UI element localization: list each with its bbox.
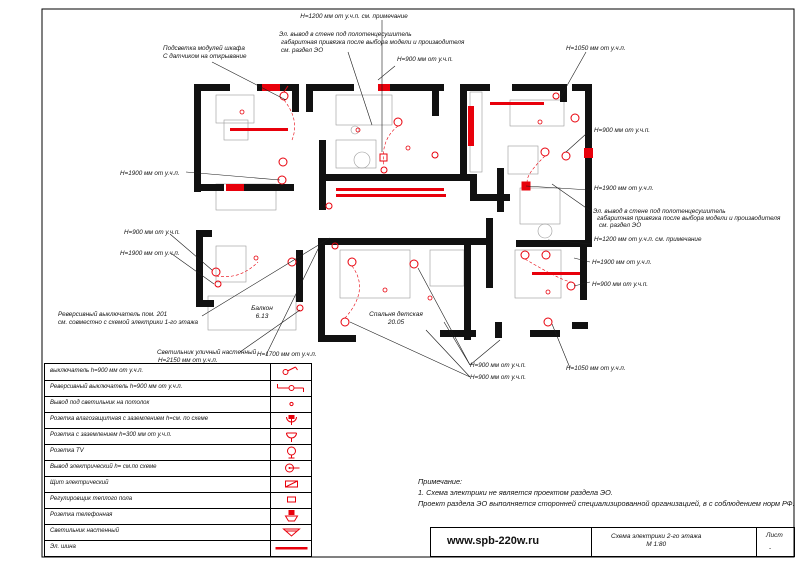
- label-h1900-right-1: H=1900 мм от у.ч.п.: [594, 185, 654, 192]
- label-el-outlet-right-1: Эл. вывод в стене под полотенцесушитель: [593, 208, 726, 215]
- label-h900-top: H=900 мм от у.ч.п.: [397, 56, 454, 63]
- ceiling-outlet-icon: [270, 396, 312, 412]
- drawing-scale: М 1:80: [646, 541, 667, 548]
- legend-row: Розетка TV: [45, 444, 311, 461]
- room-balcony-area: 6.13: [255, 313, 269, 320]
- drawing-name: Схема электрики 2-го этажа М 1:80: [611, 533, 701, 549]
- furniture-outlines: [207, 91, 565, 331]
- busbars: [226, 84, 593, 275]
- notes-heading: Примечание:: [418, 477, 463, 486]
- sheet-label: Лист: [766, 532, 783, 539]
- legend-row-label: Эл. шина: [50, 544, 76, 550]
- legend-row-label: Розетка влагозащитная с заземлением h=см…: [50, 416, 209, 422]
- legend-table: выключатель h=900 мм от у.ч.п. Реверсивны…: [44, 363, 312, 557]
- label-h900-right-2: H=900 мм от у.ч.п.: [592, 281, 649, 288]
- floor-heating-regulator-icon: [270, 492, 312, 508]
- label-h1200-right: H=1200 мм от у.ч.п. см. примечание: [594, 236, 702, 243]
- legend-row-label: Щит электрический: [50, 480, 109, 486]
- switch-icon: [270, 364, 312, 380]
- title-block: www.spb-220w.ru Схема электрики 2-го эта…: [430, 527, 795, 557]
- electrical-outlet-icon: [270, 460, 312, 476]
- label-h2150: H=2150 мм от у.ч.п.: [158, 357, 218, 364]
- label-h1050-bottom: H=1050 мм от у.ч.п.: [566, 365, 626, 372]
- sheet-divider: [756, 528, 757, 556]
- legend-row-label: Регулировщик теплого пола: [50, 496, 133, 502]
- legend-row: Регулировщик теплого пола: [45, 492, 311, 509]
- grounded-socket-icon: [270, 428, 312, 444]
- label-el-outlet-wall-1: Эл. вывод в стене под полотенцесушитель: [279, 31, 412, 38]
- site-url: www.spb-220w.ru: [447, 535, 540, 547]
- electrical-symbols: [211, 85, 580, 327]
- label-el-outlet-wall-3: см. раздел ЭО: [281, 47, 324, 54]
- legend-row-label: Реверсивный выключатель h=900 мм от у.ч.…: [50, 384, 183, 390]
- legend-row-label: Светильник настенный: [50, 528, 119, 534]
- label-el-outlet-right-3: см. раздел ЭО: [599, 222, 642, 229]
- room-balcony: Балкон 6.13: [251, 305, 273, 321]
- label-reversing-2: см. совместно с схемой электрики 1-го эт…: [58, 319, 199, 326]
- legend-row-label: выключатель h=900 мм от у.ч.п.: [50, 368, 144, 374]
- wall-light-icon: [270, 524, 312, 540]
- label-el-outlet-right-2: габаритная привязка после выбора модели …: [597, 215, 781, 222]
- label-reversing-1: Реверсивный выключатель пом. 201: [58, 311, 168, 318]
- legend-row-label: Розетка TV: [50, 448, 84, 454]
- legend-row-label: Розетка телефонная: [50, 512, 113, 518]
- room-kids-bedroom: Спальня детская 20.05: [369, 311, 423, 327]
- phone-socket-icon: [270, 508, 312, 524]
- legend-row: Розетка с заземлением h=300 мм от у.ч.п.: [45, 428, 311, 445]
- sheet-number: -: [769, 545, 772, 552]
- label-h1700: H=1700 мм от у.ч.п.: [257, 351, 317, 358]
- legend-row: Вывод электрический h= см.по схеме: [45, 460, 311, 477]
- label-cabinet-light-2: С датчиком на открывание: [163, 53, 247, 60]
- panel-icon: [270, 476, 312, 492]
- leader-lines: [169, 20, 593, 378]
- label-h1050-top: H=1050 мм от у.ч.п.: [566, 45, 626, 52]
- legend-row: Реверсивный выключатель h=900 мм от у.ч.…: [45, 380, 311, 397]
- title-divider: [591, 528, 592, 556]
- tv-socket-icon: [270, 444, 312, 460]
- legend-row: выключатель h=900 мм от у.ч.п.: [45, 364, 311, 381]
- sheet-frame: [41, 8, 795, 558]
- legend-row: Щит электрический: [45, 476, 311, 493]
- busbar-icon: [270, 540, 312, 556]
- reversing-switch-icon: [270, 380, 312, 396]
- legend-row-label: Вывод под светильник на потолок: [50, 400, 150, 406]
- legend-row: Светильник настенный: [45, 524, 311, 541]
- ceiling-outlets: [239, 109, 551, 301]
- waterproof-socket-icon: [270, 412, 312, 428]
- legend-row: Вывод под светильник на потолок: [45, 396, 311, 413]
- wiring-dashes: [215, 99, 572, 319]
- legend-row-label: Вывод электрический h= см.по схеме: [50, 464, 157, 470]
- label-h1900-left-2: H=1900 мм от у.ч.п.: [120, 250, 180, 257]
- notes-line-2: Проект раздела ЭО выполняется сторонней …: [418, 499, 795, 508]
- label-h900-right-1: H=900 мм от у.ч.п.: [594, 127, 651, 134]
- legend-row: Розетка влагозащитная с заземлением h=см…: [45, 412, 311, 429]
- room-kids-bedroom-name: Спальня детская: [369, 311, 423, 318]
- legend-row: Розетка телефонная: [45, 508, 311, 525]
- label-h1900-left-1: H=1900 мм от у.ч.п.: [120, 170, 180, 177]
- walls: [194, 84, 592, 342]
- label-outdoor-light: Светильник уличный настенный: [157, 349, 257, 356]
- notes-block: Примечание: 1. Схема электрики не являет…: [418, 476, 795, 509]
- label-el-outlet-wall-2: габаритная привязка после выбора модели …: [281, 39, 465, 46]
- legend-row: Эл. шина: [45, 540, 311, 556]
- label-h1900-right-2: H=1900 мм от у.ч.п.: [592, 259, 652, 266]
- room-kids-bedroom-area: 20.05: [387, 319, 405, 326]
- legend-row-label: Розетка с заземлением h=300 мм от у.ч.п.: [50, 432, 172, 438]
- label-h900-bottom-1: H=900 мм от у.ч.п.: [470, 362, 527, 369]
- room-balcony-name: Балкон: [251, 305, 273, 312]
- label-h1200-note: H=1200 мм от у.ч.п. см. примечание: [300, 13, 408, 20]
- label-h900-bottom-2: H=900 мм от у.ч.п.: [470, 374, 527, 381]
- drawing-title: Схема электрики 2-го этажа: [611, 533, 702, 540]
- notes-line-1: 1. Схема электрики не является проектом …: [418, 488, 613, 497]
- label-cabinet-light-1: Подсветка модулей шкафа: [163, 45, 245, 52]
- label-h900-left: H=900 мм от у.ч.п.: [124, 229, 181, 236]
